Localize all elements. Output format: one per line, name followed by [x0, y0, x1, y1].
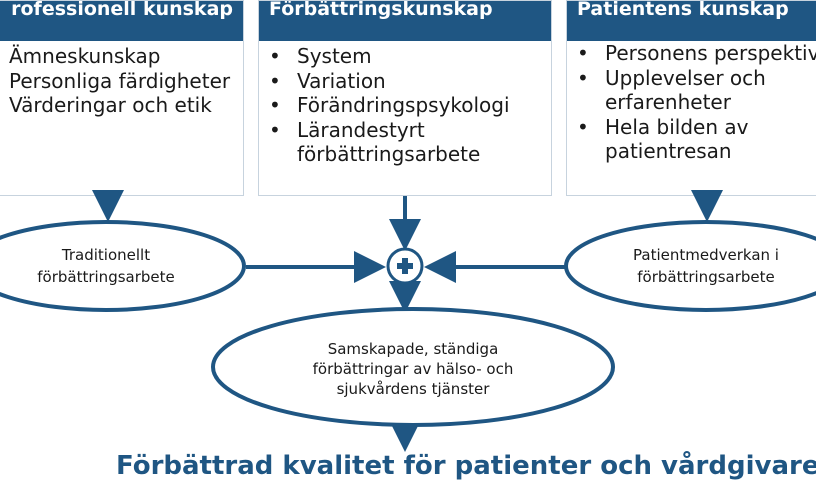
co-created-improvement-ellipse	[211, 307, 615, 427]
traditional-improvement-label: Traditionellt förbättringsarbete	[6, 244, 206, 288]
list-item: Ämneskunskap	[9, 44, 161, 68]
label-line: Traditionellt	[61, 246, 151, 264]
patient-knowledge-title: Patientens kunskap	[567, 1, 816, 41]
list-item-continuation: erfarenheter	[605, 90, 731, 114]
list-item-continuation: förbättringsarbete	[297, 142, 481, 166]
professional-knowledge-title: rofessionell kunskap	[0, 1, 243, 41]
label-line: förbättringar av hälso- och	[312, 360, 514, 378]
list-item: Värderingar och etik	[9, 93, 212, 117]
patient-knowledge-list: Personens perspektiv Upplevelser ocherfa…	[567, 41, 816, 164]
patient-participation-label: Patientmedverkan i förbättringsarbete	[606, 244, 806, 288]
label-line: Samskapade, ständiga	[327, 340, 499, 358]
traditional-improvement-ellipse	[0, 220, 246, 312]
outcome-heading: Förbättrad kvalitet för patienter och vå…	[116, 451, 816, 481]
patient-knowledge-box: Patientens kunskap Personens perspektiv …	[566, 0, 816, 196]
label-line: Patientmedverkan i	[633, 246, 779, 264]
label-line: förbättringsarbete	[37, 268, 175, 286]
label-line: förbättringsarbete	[637, 268, 775, 286]
flow-diagram	[0, 190, 816, 452]
improvement-knowledge-title: Förbättringskunskap	[259, 1, 551, 41]
list-item-continuation: patientresan	[605, 139, 732, 163]
list-item-text: Lärandestyrt	[297, 117, 425, 142]
label-line: sjukvårdens tjänster	[336, 380, 490, 398]
list-item-text: Upplevelser och	[605, 65, 766, 90]
list-item: Personliga färdigheter	[9, 68, 231, 93]
list-item: System	[269, 44, 541, 69]
list-item: Variation	[269, 69, 541, 94]
list-item-text: Hela bilden av	[605, 114, 749, 139]
patient-participation-ellipse	[564, 220, 816, 312]
professional-knowledge-box: rofessionell kunskap Ämneskunskap Person…	[0, 0, 244, 196]
list-item: Förändringspsykologi	[269, 93, 541, 118]
professional-knowledge-list: Ämneskunskap Personliga färdigheter Värd…	[0, 41, 243, 118]
plus-icon	[386, 247, 424, 285]
improvement-knowledge-box: Förbättringskunskap System Variation För…	[258, 0, 552, 196]
list-item: Personens perspektiv	[577, 41, 816, 66]
co-created-improvement-label: Samskapade, ständiga förbättringar av hä…	[283, 339, 543, 399]
improvement-knowledge-list: System Variation Förändringspsykologi Lä…	[259, 41, 551, 167]
